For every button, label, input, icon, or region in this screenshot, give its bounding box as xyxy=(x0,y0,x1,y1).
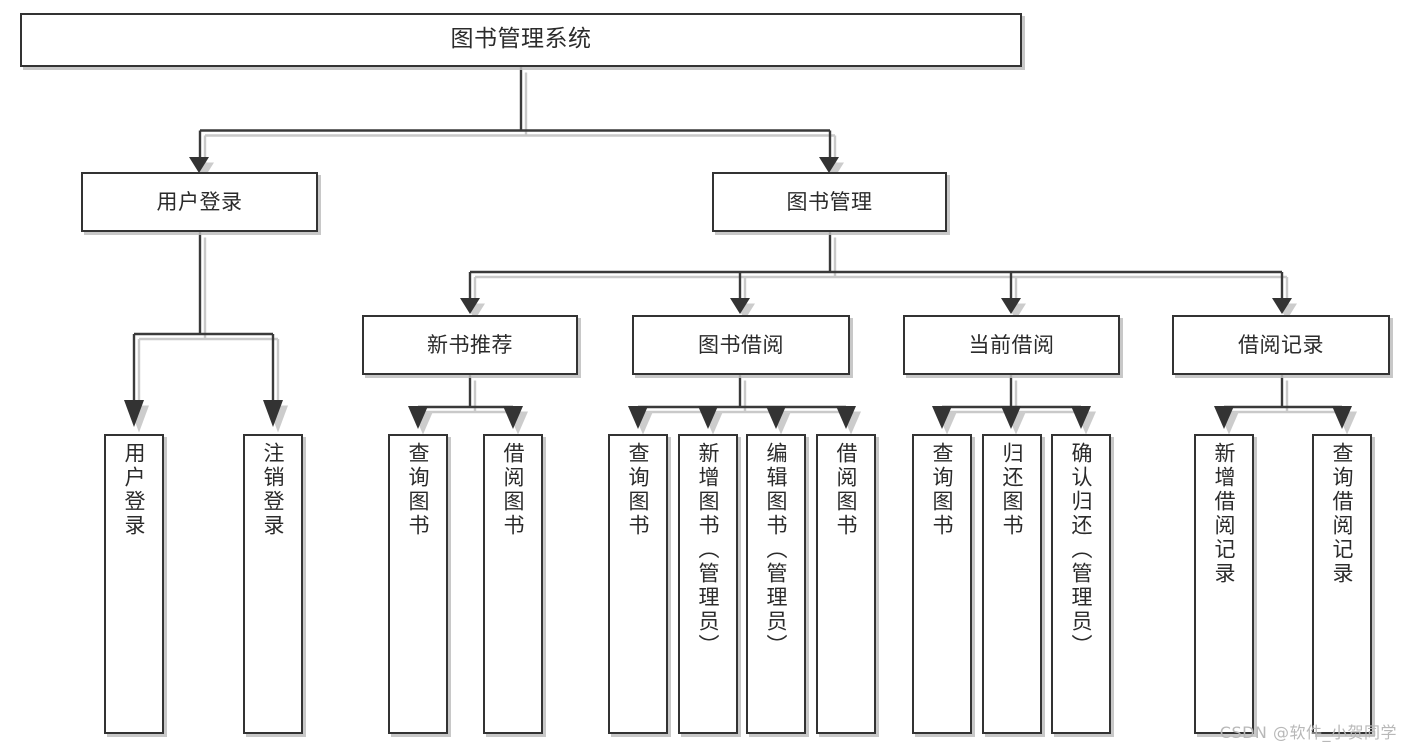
node-book-borrow[interactable]: 图书借阅 xyxy=(632,315,850,375)
node-leaf-query-record-label: 查询借阅记录 xyxy=(1330,442,1355,586)
node-leaf-confirm-return-label: 确认归还（管理员） xyxy=(1069,442,1094,658)
node-leaf-add-book[interactable]: 新增图书（管理员） xyxy=(678,434,738,734)
node-user-login-label: 用户登录 xyxy=(156,189,243,214)
node-leaf-confirm-return[interactable]: 确认归还（管理员） xyxy=(1051,434,1111,734)
node-leaf-query-record[interactable]: 查询借阅记录 xyxy=(1312,434,1372,734)
csdn-watermark: CSDN @软件_小贺同学 xyxy=(1219,723,1397,742)
edge-userlogin-to-leaves xyxy=(124,232,288,433)
node-book-manage[interactable]: 图书管理 xyxy=(712,172,947,232)
edge-borrowrecord-to-leaves xyxy=(1214,375,1357,435)
node-leaf-query-book-1-label: 查询图书 xyxy=(406,442,431,538)
node-leaf-user-login-label: 用户登录 xyxy=(122,442,147,538)
node-leaf-borrow-book-1-label: 借阅图书 xyxy=(501,442,526,538)
node-leaf-edit-book-label: 编辑图书（管理员） xyxy=(764,442,789,658)
node-leaf-borrow-book-1[interactable]: 借阅图书 xyxy=(483,434,543,734)
node-leaf-query-book-2-label: 查询图书 xyxy=(626,442,651,538)
node-leaf-add-record[interactable]: 新增借阅记录 xyxy=(1194,434,1254,734)
node-leaf-user-logout-label: 注销登录 xyxy=(261,442,286,538)
node-leaf-query-book-2[interactable]: 查询图书 xyxy=(608,434,668,734)
node-leaf-return-book-label: 归还图书 xyxy=(1000,442,1025,538)
node-book-borrow-label: 图书借阅 xyxy=(698,332,784,357)
node-borrow-record-label: 借阅记录 xyxy=(1238,332,1324,357)
edge-bookmanage-to-level2 xyxy=(460,232,1297,320)
node-leaf-query-book-1[interactable]: 查询图书 xyxy=(388,434,448,734)
node-leaf-user-logout[interactable]: 注销登录 xyxy=(243,434,303,734)
node-current-borrow[interactable]: 当前借阅 xyxy=(903,315,1120,375)
node-book-manage-label: 图书管理 xyxy=(786,189,873,214)
node-leaf-edit-book[interactable]: 编辑图书（管理员） xyxy=(746,434,806,734)
node-root-label: 图书管理系统 xyxy=(450,26,592,53)
node-leaf-user-login[interactable]: 用户登录 xyxy=(104,434,164,734)
node-borrow-record[interactable]: 借阅记录 xyxy=(1172,315,1390,375)
node-leaf-add-record-label: 新增借阅记录 xyxy=(1212,442,1237,586)
edge-root-to-level1 xyxy=(189,67,844,179)
node-leaf-query-book-3-label: 查询图书 xyxy=(930,442,955,538)
node-leaf-borrow-book-2-label: 借阅图书 xyxy=(834,442,859,538)
node-root[interactable]: 图书管理系统 xyxy=(20,13,1022,67)
node-leaf-query-book-3[interactable]: 查询图书 xyxy=(912,434,972,734)
node-current-borrow-label: 当前借阅 xyxy=(968,332,1055,357)
edge-currentborrow-to-leaves xyxy=(932,375,1096,435)
node-leaf-borrow-book-2[interactable]: 借阅图书 xyxy=(816,434,876,734)
node-leaf-add-book-label: 新增图书（管理员） xyxy=(696,442,721,658)
node-new-book-recommend[interactable]: 新书推荐 xyxy=(362,315,578,375)
node-user-login[interactable]: 用户登录 xyxy=(81,172,318,232)
edge-newbook-to-leaves xyxy=(408,375,528,435)
node-leaf-return-book[interactable]: 归还图书 xyxy=(982,434,1042,734)
node-new-book-recommend-label: 新书推荐 xyxy=(427,332,513,357)
edge-bookborrow-to-leaves xyxy=(628,375,861,435)
